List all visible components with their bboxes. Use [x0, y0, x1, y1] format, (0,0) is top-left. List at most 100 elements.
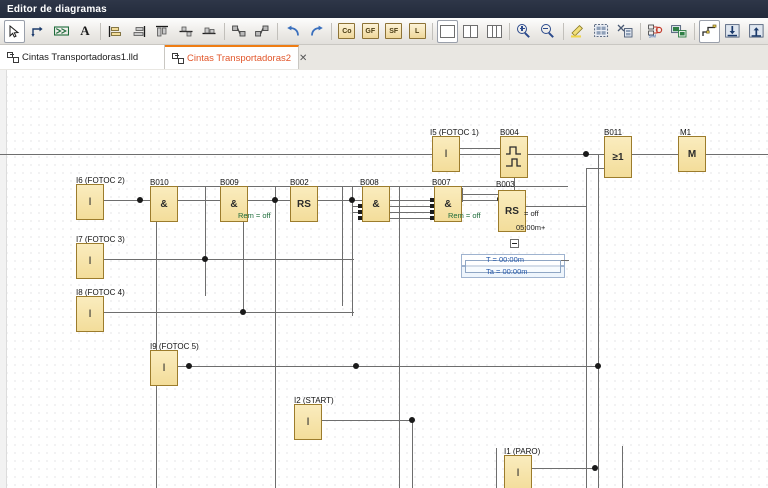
wire-m1-out — [706, 154, 768, 156]
block-i6-label: I6 (FOTOC 2) — [76, 176, 125, 185]
cut-connection-icon — [54, 26, 70, 36]
collapse-toggle[interactable] — [510, 239, 519, 248]
wire-frame-left-4 — [342, 186, 344, 306]
group-blocks-button[interactable] — [229, 20, 250, 43]
tab-cintas2[interactable]: Cintas Transportadoras2 ✕ — [165, 45, 307, 69]
online-test-icon — [671, 25, 687, 38]
online-test-button[interactable] — [668, 20, 689, 43]
toolbar-separator — [277, 22, 279, 40]
block-b002[interactable]: RS — [290, 186, 318, 222]
special-functions-button[interactable]: SF — [383, 20, 404, 43]
align-right-button[interactable] — [128, 20, 149, 43]
diagram-file-icon — [7, 51, 19, 63]
constants-button[interactable]: Co — [336, 20, 357, 43]
block-i2-symbol: I — [306, 416, 310, 428]
diagram-canvas[interactable]: T = 00:00m Ta = 00:00m I6 (FOTOC 2) I I7… — [0, 70, 768, 488]
upload-from-device-button[interactable] — [746, 20, 767, 43]
simulation-button[interactable]: SIM — [645, 20, 666, 43]
pointer-tool-button[interactable] — [4, 19, 26, 43]
redo-button[interactable] — [306, 20, 327, 43]
block-m1[interactable]: M — [678, 136, 706, 172]
zoom-out-button[interactable] — [537, 20, 558, 43]
block-b011[interactable]: ≥1 — [604, 136, 632, 178]
toolbar-separator — [640, 22, 641, 40]
align-center-h-button[interactable] — [175, 20, 196, 43]
input-pin — [430, 210, 434, 214]
wire-b004-b011 — [528, 154, 604, 156]
wire-b011-feed-vertical — [598, 154, 600, 488]
wire-row2-e — [390, 212, 434, 214]
block-i1[interactable]: I — [504, 455, 532, 488]
wire-b008-b007 — [390, 200, 434, 202]
two-pane-icon — [463, 24, 479, 38]
route-connections-button[interactable] — [698, 19, 721, 43]
block-i8[interactable]: I — [76, 296, 104, 332]
text-tool-button[interactable]: A — [74, 20, 95, 43]
close-icon[interactable]: ✕ — [299, 52, 308, 64]
undo-button[interactable] — [282, 20, 303, 43]
rem-label-b003: = off — [524, 209, 539, 218]
block-b007-label: B007 — [432, 178, 451, 187]
wire-b002-b008 — [318, 200, 362, 202]
zoom-in-button[interactable] — [514, 20, 535, 43]
zoom-in-icon — [517, 23, 532, 39]
block-b003[interactable]: RS — [498, 190, 526, 232]
block-b010-symbol: & — [160, 198, 168, 210]
cut-blocks-button[interactable] — [615, 20, 636, 43]
wire-i8-up — [243, 210, 245, 313]
align-center-v-button[interactable] — [198, 20, 219, 43]
align-left-button[interactable] — [105, 20, 126, 43]
wire-frame-left-3 — [275, 186, 277, 488]
tab-cintas1[interactable]: Cintas Transportadoras1.lld — [0, 45, 165, 69]
block-i2[interactable]: I — [294, 404, 322, 440]
block-b010[interactable]: & — [150, 186, 178, 222]
block-i6[interactable]: I — [76, 184, 104, 220]
input-pin — [358, 210, 362, 214]
wire-frame-left-1 — [156, 186, 158, 488]
tooltip-connector — [561, 260, 569, 262]
block-b004[interactable] — [500, 136, 528, 178]
highlight-marker-button[interactable] — [568, 20, 589, 43]
cut-connection-tool-button[interactable] — [51, 20, 72, 43]
download-to-device-button[interactable] — [722, 20, 743, 43]
block-i7[interactable]: I — [76, 243, 104, 279]
two-pane-view-button[interactable] — [460, 20, 481, 43]
wire-i6-b010 — [104, 200, 150, 202]
tooltip-row-ta-text: T = 00:00m — [486, 255, 525, 264]
title-bar: Editor de diagramas — [0, 0, 768, 19]
block-b003-symbol: RS — [505, 205, 519, 217]
block-b010-label: B010 — [150, 178, 169, 187]
svg-text:SIM: SIM — [648, 33, 656, 38]
junction-dot — [349, 197, 355, 203]
block-i5[interactable]: I — [432, 136, 460, 172]
wire-i2-down — [412, 420, 414, 488]
cursor-arrow-icon — [9, 24, 20, 38]
toolbar-separator — [99, 22, 101, 40]
tab-cintas2-label: Cintas Transportadoras2 — [187, 52, 292, 64]
block-b008[interactable]: & — [362, 186, 390, 222]
align-top-icon — [156, 25, 169, 36]
select-all-blocks-button[interactable] — [591, 20, 612, 43]
single-pane-view-button[interactable] — [436, 19, 459, 43]
block-b009-label: B009 — [220, 178, 239, 187]
library-button[interactable]: L — [406, 20, 427, 43]
junction-dot — [409, 417, 415, 423]
ungroup-blocks-button[interactable] — [252, 20, 273, 43]
input-pin — [358, 216, 362, 220]
block-b007[interactable]: & — [434, 186, 462, 222]
rem-label-b009: Rem = off — [238, 211, 271, 220]
basic-functions-button[interactable]: GF — [360, 20, 381, 43]
align-top-button[interactable] — [151, 20, 172, 43]
junction-dot — [592, 465, 598, 471]
junction-dot — [353, 363, 359, 369]
connect-tool-button[interactable] — [27, 20, 48, 43]
three-pane-view-button[interactable] — [484, 20, 505, 43]
junction-dot — [595, 363, 601, 369]
block-b009[interactable]: & — [220, 186, 248, 222]
wire-i7-up — [205, 200, 207, 260]
junction-dot — [202, 256, 208, 262]
block-i9[interactable]: I — [150, 350, 178, 386]
ungroup-blocks-icon — [255, 25, 269, 36]
toolbar-separator — [331, 22, 333, 40]
